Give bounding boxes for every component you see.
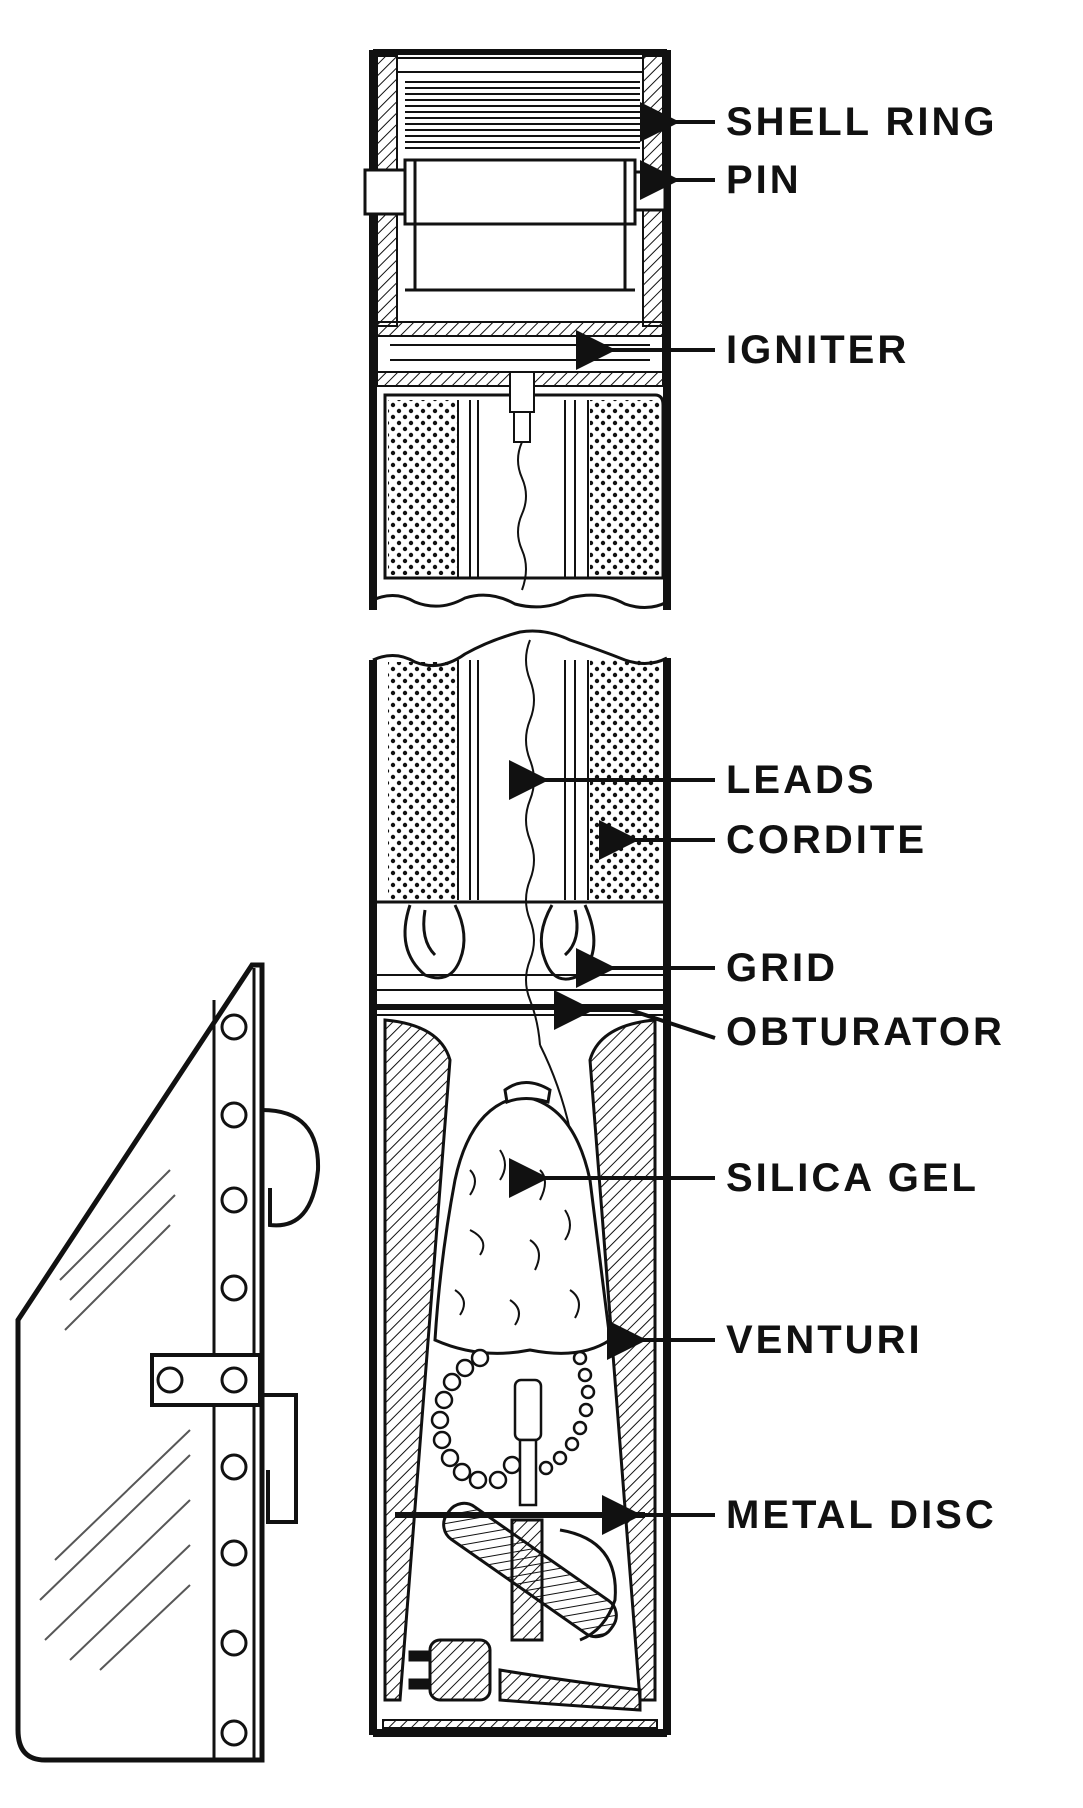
label-leads: LEADS (726, 758, 877, 802)
grid (377, 904, 663, 991)
obturator (377, 1004, 663, 1016)
arrow-obturator (554, 990, 716, 1040)
label-cordite: CORDITE (726, 818, 927, 862)
leads (525, 639, 571, 1131)
label-pin: PIN (726, 158, 802, 202)
upper-cordite (383, 371, 665, 591)
pin (363, 158, 667, 292)
label-venturi: VENTURI (726, 1318, 923, 1362)
igniter-plug-assembly (408, 1501, 642, 1712)
label-metal-disc: METAL DISC (726, 1493, 997, 1537)
upper-break-line (372, 593, 668, 609)
silica-gel-bag (433, 1081, 612, 1355)
fin (15, 962, 321, 1763)
shell-ring (396, 57, 644, 149)
bead-chain (430, 1348, 596, 1507)
label-igniter: IGNITER (726, 328, 910, 372)
label-silica-gel: SILICA GEL (726, 1156, 979, 1200)
label-shell-ring: SHELL RING (726, 100, 998, 144)
label-obturator: OBTURATOR (726, 1010, 1005, 1054)
label-grid: GRID (726, 946, 838, 990)
lower-tube (369, 658, 671, 1737)
leader-arrows (509, 102, 716, 1535)
